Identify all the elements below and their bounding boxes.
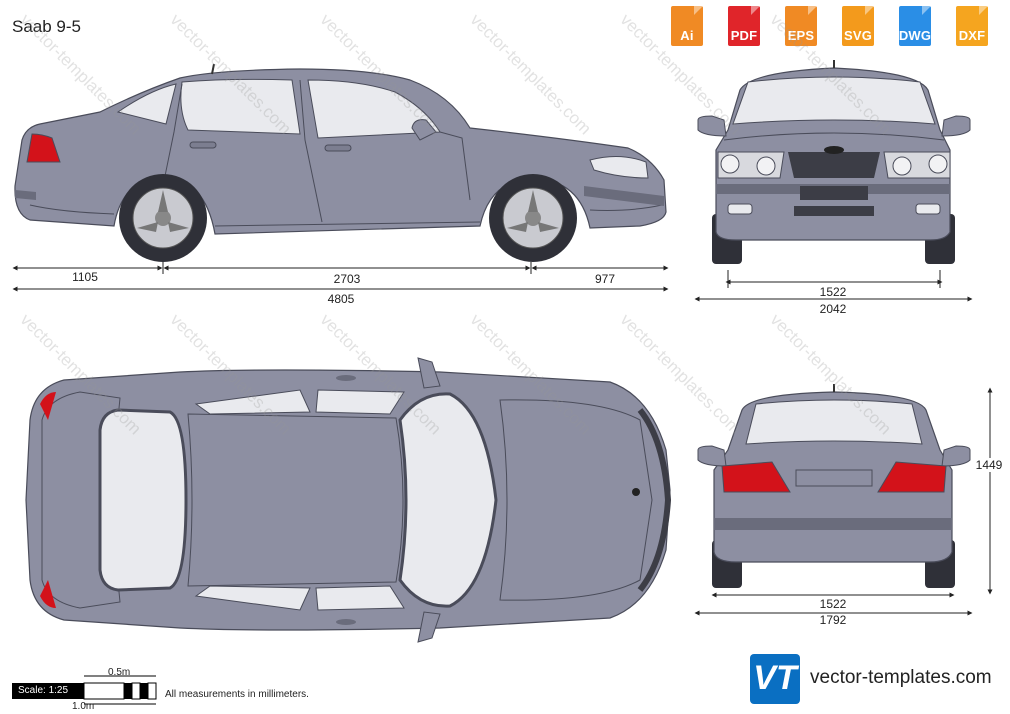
scale-half-meter: 0.5m — [108, 667, 131, 678]
format-sheet — [842, 6, 874, 46]
side-taillight — [26, 133, 61, 163]
format-label: SVG — [843, 28, 873, 43]
format-sheet — [899, 6, 931, 46]
side-view — [14, 63, 667, 262]
rear-width-label: 1792 — [819, 613, 847, 627]
top-rear-window — [98, 408, 188, 592]
rear-view — [697, 384, 971, 588]
top-windshield — [398, 392, 498, 608]
side-headlight — [589, 156, 649, 179]
side-window-rear-door — [180, 78, 301, 135]
format-sheet — [785, 6, 817, 46]
side-window-front-door — [307, 79, 441, 139]
front-grille — [788, 152, 880, 178]
format-sheet — [956, 6, 988, 46]
format-label: DWG — [898, 28, 932, 43]
format-dwg-icon[interactable]: DWG — [895, 6, 935, 50]
format-sheet — [728, 6, 760, 46]
rear-taillight-left — [721, 461, 791, 493]
wheelbase-label: 2703 — [333, 272, 361, 286]
scale-one-meter: 1.0m — [72, 701, 95, 712]
rear-overhang-label: 977 — [594, 272, 616, 286]
front-wheel — [489, 174, 577, 262]
top-view — [25, 357, 672, 643]
format-eps-icon[interactable]: EPS — [781, 6, 821, 50]
height-label: 1449 — [971, 458, 1007, 472]
brand-name[interactable]: vector-templates.com — [810, 667, 992, 688]
format-label: DXF — [958, 28, 986, 43]
format-label: EPS — [787, 28, 815, 43]
front-overhang-label: 1105 — [72, 270, 98, 284]
front-width-label: 2042 — [819, 302, 847, 316]
front-dimensions — [694, 270, 973, 302]
measurement-note: All measurements in millimeters. — [165, 689, 309, 700]
rear-window — [745, 399, 923, 445]
page-title: Saab 9-5 — [12, 17, 81, 36]
rear-track-label: 1522 — [819, 597, 847, 611]
side-dimensions — [12, 262, 669, 292]
format-ai-icon[interactable]: Ai — [667, 6, 707, 50]
format-pdf-icon[interactable]: PDF — [724, 6, 764, 50]
rear-dimensions — [694, 387, 993, 616]
scale-ruler — [83, 675, 157, 705]
side-window-rear — [116, 83, 177, 125]
format-dxf-icon[interactable]: DXF — [952, 6, 992, 50]
rear-taillight-right — [877, 461, 947, 493]
brand-logo-icon[interactable]: VT — [750, 654, 800, 704]
format-label: PDF — [730, 28, 758, 43]
front-windshield — [732, 76, 936, 125]
format-svg-icon[interactable]: SVG — [838, 6, 878, 50]
scale-label: Scale: 1:25 — [12, 683, 84, 699]
front-track-label: 1522 — [819, 285, 847, 299]
format-sheet — [671, 6, 703, 46]
format-label: Ai — [680, 28, 694, 43]
rear-wheel — [119, 174, 207, 262]
front-view — [697, 60, 971, 264]
length-label: 4805 — [327, 292, 355, 306]
